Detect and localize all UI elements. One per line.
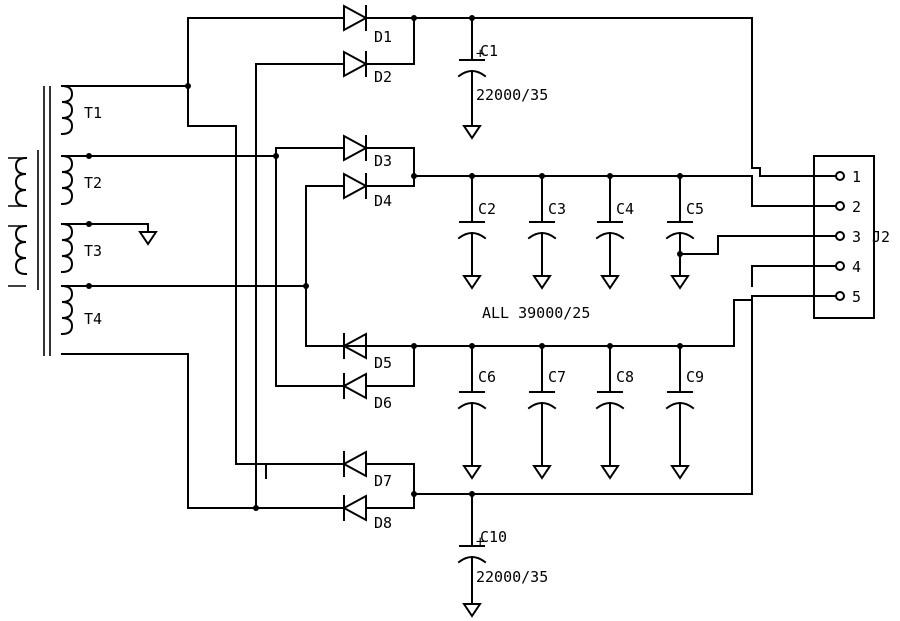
wiring-bus [187,17,345,511]
coil-t4 [61,285,73,335]
label-d6: D6 [374,394,392,412]
svg-text:C6: C6 [478,368,496,386]
value-c10: 22000/35 [476,568,548,586]
svg-text:C3: C3 [548,200,566,218]
diode-d8 [343,495,367,521]
label-c1: C1 [480,42,498,60]
svg-text:C8: C8 [616,368,634,386]
label-d8: D8 [374,514,392,532]
svg-text:C2: C2 [478,200,496,218]
connector-j2: 1 2 3 4 5 J2 [813,155,890,319]
svg-text:+: + [476,534,484,550]
cap-c7: C7 [527,343,566,479]
pin-label-2: 2 [852,198,861,216]
pin-label-1: 1 [852,168,861,186]
pin-label-3: 3 [852,228,861,246]
cap-c5: C5 [665,173,704,289]
coil-t1 [61,85,73,135]
cap-c2: C2 [457,173,496,289]
cap-bank-lower: C6 C7 C8 [457,343,704,479]
pin-label-4: 4 [852,258,861,276]
cap-c9: C9 [665,343,704,479]
label-t3: T3 [84,242,102,260]
ground-t3 [139,223,157,245]
pin-2 [835,201,845,211]
diode-d7 [343,451,367,477]
diode-d6 [343,373,367,399]
label-t4: T4 [84,310,102,328]
pin-3 [835,231,845,241]
pin-4 [835,261,845,271]
diodes: D1 D2 D3 D4 D5 D6 D7 D8 [343,5,392,532]
cap-c4: C4 [595,173,634,289]
svg-text:C5: C5 [686,200,704,218]
label-d4: D4 [374,192,392,210]
pin-label-5: 5 [852,288,861,306]
cap-bank-upper: C2 C3 C4 [457,173,704,289]
svg-text:C7: C7 [548,368,566,386]
value-c1: 22000/35 [476,86,548,104]
transformer-group: T1 T2 T3 T4 [8,83,241,356]
ground-c10 [463,595,481,617]
svg-text:+: + [476,46,484,62]
svg-text:C4: C4 [616,200,634,218]
capacitors: + C1 22000/35 C2 C3 [457,15,704,617]
cap-c6: C6 [457,343,496,479]
diode-d4 [343,173,367,199]
pin-5 [835,291,845,301]
diode-d1 [343,5,367,31]
pin-1 [835,171,845,181]
label-d2: D2 [374,68,392,86]
coil-t3 [61,223,73,273]
cap-c3: C3 [527,173,566,289]
primary-coil-t3 [15,225,27,275]
diode-d3 [343,135,367,161]
bank-note: ALL 39000/25 [482,304,590,322]
label-t1: T1 [84,104,102,122]
label-d1: D1 [374,28,392,46]
label-c10: C10 [480,528,507,546]
diode-d2 [343,51,367,77]
primary-coil-t2 [15,157,27,207]
connector-label: J2 [872,228,890,246]
label-d5: D5 [374,354,392,372]
rails [343,15,837,509]
coil-t2 [61,155,73,205]
label-d3: D3 [374,152,392,170]
label-t2: T2 [84,174,102,192]
svg-text:C9: C9 [686,368,704,386]
ground-c1 [463,117,481,139]
label-d7: D7 [374,472,392,490]
cap-c8: C8 [595,343,634,479]
